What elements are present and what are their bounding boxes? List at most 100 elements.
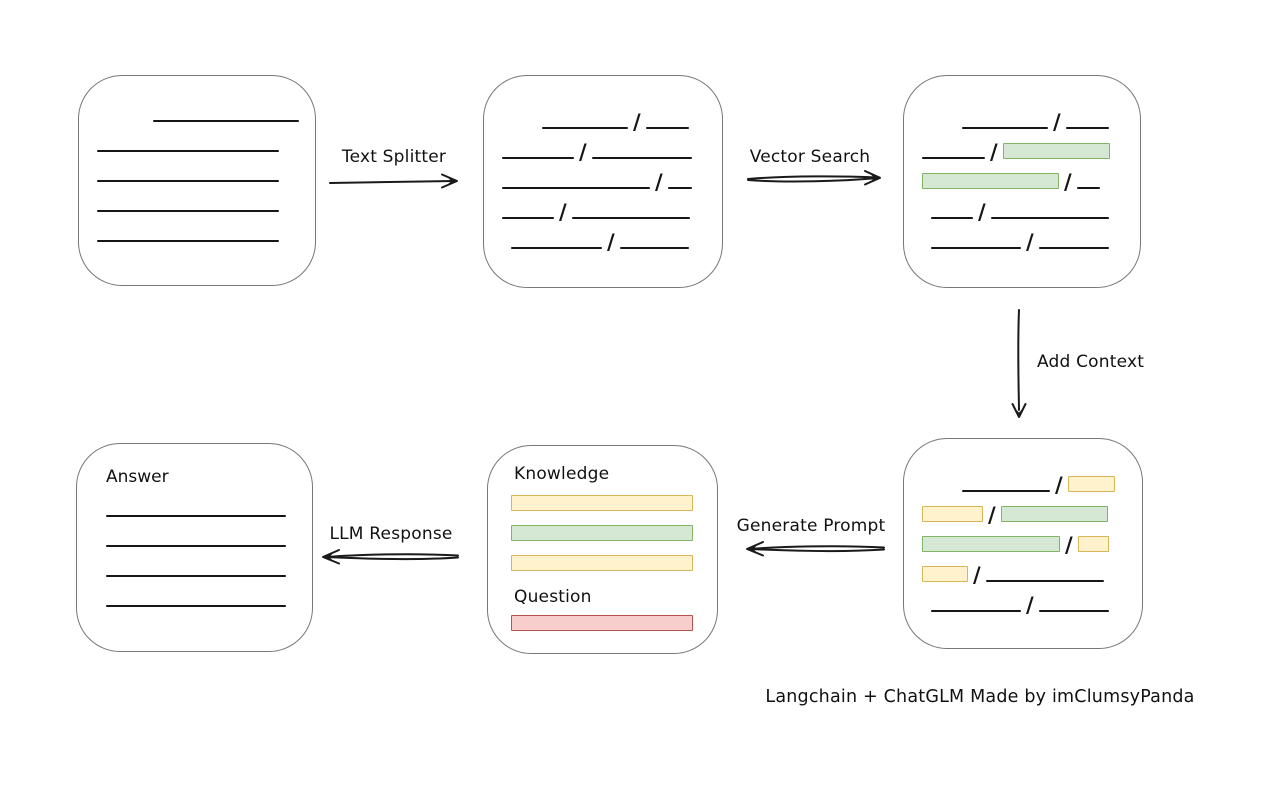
doc-row: / bbox=[922, 159, 1124, 193]
context-chunks-lines: / / / / / bbox=[904, 439, 1142, 617]
doc-row: / bbox=[922, 492, 1126, 527]
slash-separator: / bbox=[607, 230, 615, 254]
doc-row: / bbox=[922, 189, 1124, 224]
answer-line bbox=[106, 605, 286, 607]
slash-separator: / bbox=[1055, 473, 1063, 497]
source-document-box bbox=[78, 75, 316, 286]
yellow-bar bbox=[511, 495, 693, 511]
split-chunks-lines: ///// bbox=[484, 76, 722, 254]
context-chunks-box: / / / / / bbox=[903, 438, 1143, 649]
indent-gap bbox=[922, 218, 931, 219]
generate-prompt-label: Generate Prompt bbox=[736, 516, 886, 536]
text-line bbox=[97, 150, 279, 152]
text-line bbox=[931, 247, 1021, 249]
doc-row: / bbox=[502, 129, 706, 163]
vector-matched-lines: ///// bbox=[904, 76, 1140, 254]
indent-gap bbox=[97, 121, 153, 122]
text-line bbox=[619, 247, 689, 249]
slash-separator: / bbox=[1026, 230, 1034, 254]
yellow-chunk bbox=[1077, 536, 1109, 552]
source-document-lines bbox=[79, 76, 315, 242]
text-line bbox=[502, 157, 574, 159]
slash-separator: / bbox=[978, 200, 986, 224]
vector-search-arrow-icon bbox=[747, 170, 881, 186]
add-context-arrow-icon bbox=[1011, 309, 1027, 418]
text-line bbox=[1065, 127, 1109, 129]
text-line bbox=[667, 187, 692, 189]
text-line bbox=[502, 187, 650, 189]
knowledge-title: Knowledge bbox=[514, 464, 610, 484]
yellow-bar bbox=[511, 555, 693, 571]
text-line bbox=[1038, 610, 1109, 612]
doc-row: / bbox=[922, 462, 1126, 497]
doc-row bbox=[97, 92, 299, 122]
indent-gap bbox=[502, 128, 542, 129]
slash-separator: / bbox=[655, 170, 663, 194]
doc-row: / bbox=[922, 522, 1126, 557]
answer-line bbox=[106, 575, 286, 577]
answer-box: Answer bbox=[76, 443, 313, 652]
text-line bbox=[931, 610, 1021, 612]
diagram-caption: Langchain + ChatGLM Made by imClumsyPand… bbox=[765, 687, 1195, 707]
green-chunk bbox=[922, 173, 1059, 189]
green-chunk bbox=[1002, 143, 1110, 159]
text-line bbox=[922, 157, 985, 159]
split-chunks-box: ///// bbox=[483, 75, 723, 288]
text-line bbox=[97, 240, 279, 242]
llm-response-arrow-icon bbox=[322, 549, 459, 565]
doc-row: / bbox=[502, 159, 706, 194]
doc-row: / bbox=[922, 129, 1124, 164]
green-chunk bbox=[922, 536, 1060, 552]
text-line bbox=[962, 490, 1050, 492]
indent-gap bbox=[922, 248, 931, 249]
slash-separator: / bbox=[973, 563, 981, 587]
doc-row: / bbox=[502, 219, 706, 254]
text-line bbox=[511, 247, 602, 249]
answer-line bbox=[106, 545, 286, 547]
question-title: Question bbox=[514, 587, 592, 607]
text-line bbox=[962, 127, 1048, 129]
text-line bbox=[97, 210, 279, 212]
slash-separator: / bbox=[559, 200, 567, 224]
yellow-chunk bbox=[1067, 476, 1115, 492]
yellow-chunk bbox=[922, 566, 968, 582]
knowledge-bars bbox=[488, 495, 717, 571]
llm-response-label: LLM Response bbox=[329, 524, 453, 544]
text-line bbox=[571, 217, 690, 219]
text-line bbox=[1038, 247, 1109, 249]
text-line bbox=[153, 120, 299, 122]
doc-row: / bbox=[922, 219, 1124, 254]
answer-lines bbox=[77, 515, 312, 607]
text-line bbox=[502, 217, 554, 219]
indent-gap bbox=[922, 611, 931, 612]
text-line bbox=[542, 127, 628, 129]
indent-gap bbox=[502, 248, 511, 249]
indent-gap bbox=[922, 128, 962, 129]
text-line bbox=[985, 580, 1104, 582]
add-context-label: Add Context bbox=[1037, 352, 1145, 372]
text-line bbox=[1076, 187, 1100, 189]
doc-row bbox=[97, 122, 299, 152]
text-line bbox=[591, 157, 692, 159]
red-bar bbox=[511, 615, 693, 631]
text-line bbox=[990, 217, 1109, 219]
text-splitter-arrow-icon bbox=[329, 173, 458, 189]
text-line bbox=[931, 217, 973, 219]
indent-gap bbox=[922, 491, 962, 492]
slash-separator: / bbox=[990, 140, 998, 164]
vector-matched-box: ///// bbox=[903, 75, 1141, 288]
doc-row: / bbox=[502, 99, 706, 133]
yellow-chunk bbox=[922, 506, 983, 522]
slash-separator: / bbox=[1053, 110, 1061, 134]
prompt-box: Knowledge Question bbox=[487, 445, 718, 654]
doc-row: / bbox=[922, 99, 1124, 134]
doc-row bbox=[97, 182, 299, 212]
slash-separator: / bbox=[1065, 533, 1073, 557]
slash-separator: / bbox=[988, 503, 996, 527]
slash-separator: / bbox=[1026, 593, 1034, 617]
answer-title: Answer bbox=[106, 467, 169, 487]
generate-prompt-arrow-icon bbox=[746, 541, 885, 557]
answer-line bbox=[106, 515, 286, 517]
doc-row bbox=[97, 212, 299, 242]
